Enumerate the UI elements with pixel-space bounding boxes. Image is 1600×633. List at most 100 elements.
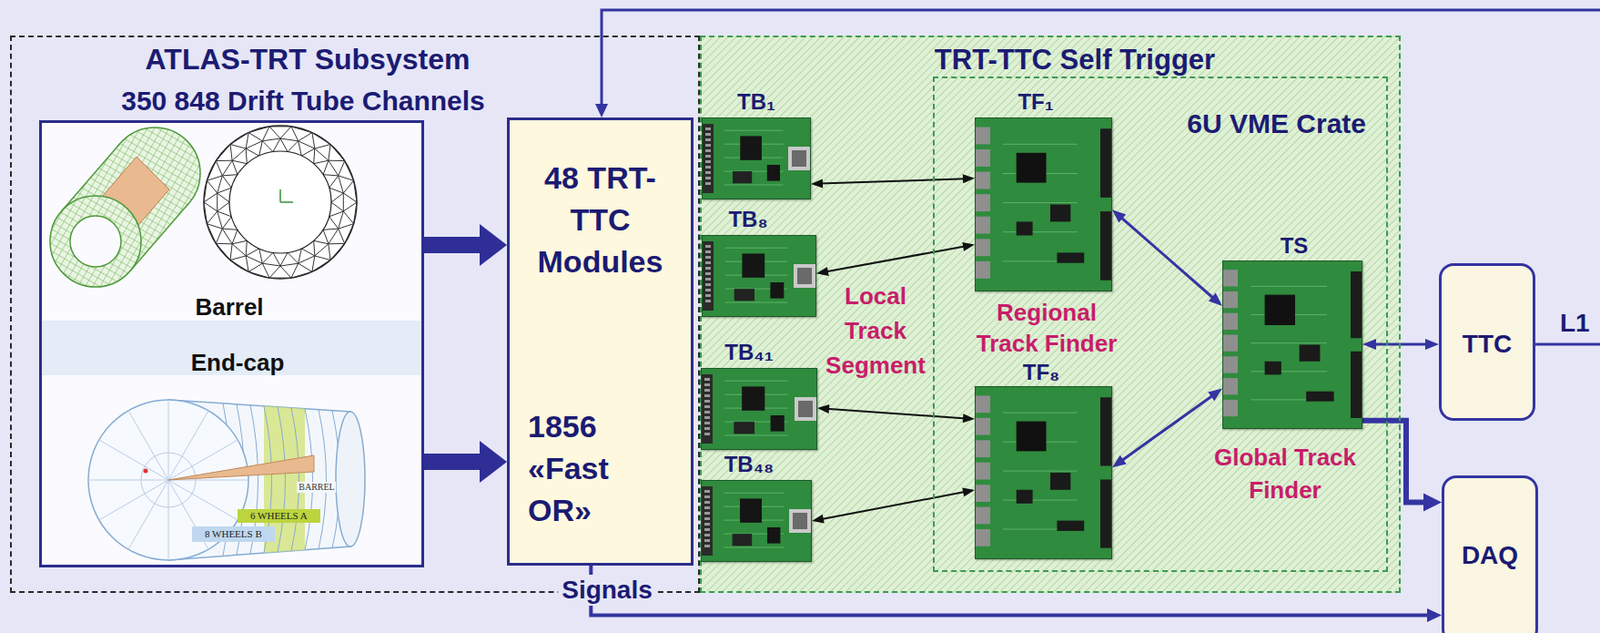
connector-line [1120,216,1216,300]
rj45-jack [1223,313,1238,330]
connector-pin [704,511,710,515]
vme-connector [1100,396,1112,466]
rj45-jack [794,396,817,421]
pcb-trace [725,302,788,304]
arrow-head [479,440,507,483]
pcb-trace [1250,285,1327,287]
chip [732,171,752,183]
board-photo: TB₄₈ [700,479,812,562]
box-text: Signals [557,574,657,606]
pcb-art [1223,261,1362,428]
connector-pin [705,255,711,259]
arrow-head [817,404,830,414]
vme-connector [1350,271,1362,338]
connector-pin [704,533,710,537]
rj45-jack [975,462,991,480]
connector [1362,420,1442,512]
vme-connector [1100,211,1112,281]
arrow-head [1425,338,1439,350]
connector-pin [705,288,711,292]
pcb-trace [723,546,784,548]
connector-pin [705,283,711,286]
connector [817,404,975,423]
pcb-trace [724,435,788,436]
rj45-jack [788,146,811,171]
connector [1362,338,1439,350]
connector-pin [704,421,710,425]
rj45-jack [975,261,991,279]
connector-pin [705,149,711,152]
arrow-head [1362,338,1377,350]
pcb-trace [1002,143,1078,145]
stage-label: Global Track Finder [1207,440,1363,507]
connector-pin [705,266,711,270]
connector-pin [705,293,711,297]
arrow-head [962,487,975,497]
chip [767,164,780,182]
part-name: BARREL [296,481,336,493]
pcb-trace [723,492,784,494]
rj45-jack [975,216,991,234]
board-label: TB₄₈ [724,450,775,477]
rj45-jack [975,127,991,145]
chip [739,135,762,160]
rj45-jack [975,528,991,547]
chip [1056,520,1084,531]
connector-pin [704,489,710,493]
chip [741,253,765,277]
connector [424,440,507,483]
box-text: End-cap [191,348,285,377]
board-photo: TF₁ [974,117,1113,292]
chip [1016,221,1033,235]
connector-pin [705,154,711,158]
rj45-jack [1223,355,1238,373]
connector-line [826,408,967,419]
arrow-head [595,103,608,118]
stage-label: Local Track Segment [816,278,935,383]
pcb-art [975,118,1112,291]
rj45-jack [975,417,991,436]
connector-pin [705,143,711,147]
connector-line [590,565,1431,616]
rj45-port [798,400,813,417]
chip [1056,252,1084,263]
connector-pin [705,165,711,169]
arrow-head [816,266,830,276]
vme-connector [1100,128,1112,198]
connector-line [1362,420,1428,503]
arrow-head [1423,493,1442,512]
connector-pin [705,132,711,136]
pcb-trace [724,380,788,382]
chip [734,288,755,301]
pcb-trace [1002,412,1078,414]
board-label: TB₁ [737,88,776,115]
barrel-bore [70,215,122,267]
vme-connector [1100,479,1112,548]
connector-pin [705,176,711,180]
rj45-port [797,267,812,284]
connector-pin [705,182,711,185]
connector-pin [705,272,711,275]
chip [739,497,762,522]
connector-pin [704,538,710,542]
pcb-trace [724,184,784,186]
connector-pin [705,171,711,174]
chip [732,533,753,546]
rj45-jack [1223,269,1238,286]
connector-pin [705,250,711,254]
connector [1112,209,1223,306]
chip [769,282,784,299]
pcb-trace [1002,202,1078,203]
chip [1050,204,1071,223]
box-text: ATLAS-TRT Subsystem [145,41,471,77]
chip [1299,344,1321,362]
box-text: TRT-TTC Self Trigger [934,42,1216,77]
rj45-jack [975,238,991,256]
board-label: TB₈ [728,205,768,233]
connector-pin [704,544,710,547]
board-label: TF₁ [1017,88,1054,115]
connector-pin [704,405,710,408]
system-box: DAQ [1441,475,1539,633]
board-photo: TF₈ [974,385,1113,559]
fpga-chip [1016,421,1047,452]
